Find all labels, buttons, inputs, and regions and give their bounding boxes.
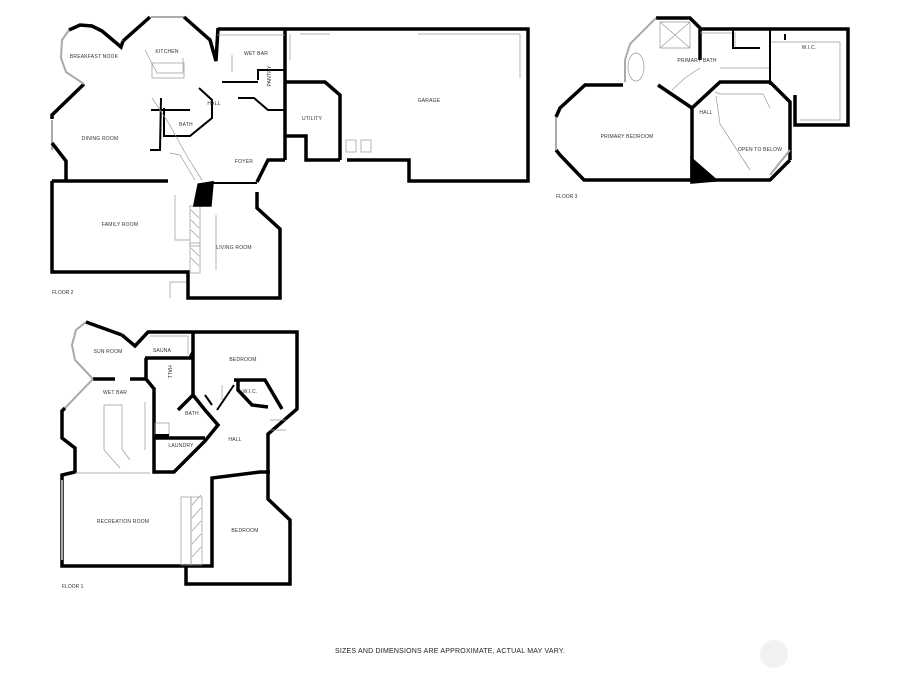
room-label-hall: HALL bbox=[228, 437, 241, 443]
room-label-laundry: LAUNDRY bbox=[168, 443, 194, 449]
room-label-living-room: LIVING ROOM bbox=[216, 245, 252, 251]
room-label-wet-bar: WET BAR bbox=[244, 51, 268, 57]
room-label-kitchen: KITCHEN bbox=[155, 49, 179, 55]
room-label-dining-room: DINING ROOM bbox=[82, 136, 119, 142]
floor-3-plan bbox=[554, 16, 850, 184]
room-label-sun-room: SUN ROOM bbox=[93, 349, 122, 355]
room-label-garage: GARAGE bbox=[418, 98, 441, 104]
room-label-wic: W.I.C. bbox=[802, 45, 817, 51]
floor-2-plan bbox=[50, 15, 530, 300]
watermark-logo bbox=[760, 640, 788, 668]
room-label-pantry: PANTRY bbox=[267, 65, 273, 86]
floor-label-3: FLOOR 3 bbox=[556, 194, 578, 200]
room-label-family-room: FAMILY ROOM bbox=[102, 222, 138, 228]
room-label-primary-bath: PRIMARY BATH bbox=[677, 58, 717, 64]
room-label-bath: BATH bbox=[179, 122, 193, 128]
room-label-recreation-room: RECREATION ROOM bbox=[97, 519, 149, 525]
room-label-wic: W.I.C. bbox=[243, 389, 258, 395]
room-label-foyer: FOYER bbox=[235, 159, 253, 165]
room-label-hall: HALL bbox=[699, 110, 712, 116]
room-label-bedroom: BEDROOM bbox=[231, 528, 258, 534]
room-label-hall: HALL bbox=[207, 101, 220, 107]
floor-1-plan bbox=[60, 320, 299, 586]
floor-label-1: FLOOR 1 bbox=[62, 584, 84, 590]
room-label-breakfast-nook: BREAKFAST NOOK bbox=[70, 54, 119, 60]
room-label-sauna: SAUNA bbox=[153, 348, 172, 354]
room-label-bath: BATH bbox=[185, 411, 199, 417]
room-label-open-to-below: OPEN TO BELOW bbox=[738, 147, 782, 153]
room-label-hall: HALL bbox=[166, 365, 172, 378]
room-label-wet-bar: WET BAR bbox=[103, 390, 127, 396]
room-label-utility: UTILITY bbox=[302, 116, 322, 122]
room-label-bedroom: BEDROOM bbox=[229, 357, 256, 363]
floor-label-2: FLOOR 2 bbox=[52, 290, 74, 296]
room-label-primary-bedroom: PRIMARY BEDROOM bbox=[601, 134, 654, 140]
disclaimer: SIZES AND DIMENSIONS ARE APPROXIMATE, AC… bbox=[335, 648, 565, 655]
